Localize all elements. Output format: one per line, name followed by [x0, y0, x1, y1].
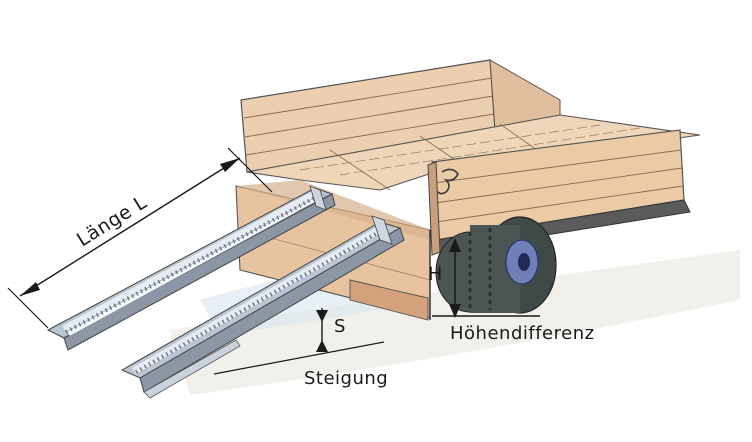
- ramp-right: [120, 215, 405, 399]
- trailer-back-wall: [240, 59, 561, 173]
- length-dimension: [7, 147, 273, 329]
- slope-dimension: [213, 308, 385, 375]
- arrowhead-end: [220, 158, 240, 172]
- height-dimension: [432, 238, 540, 318]
- arrowhead-start: [20, 282, 40, 296]
- height-label: Höhendifferenz: [450, 323, 595, 344]
- ground-shadow: [170, 250, 740, 395]
- height-symbol: H: [428, 263, 443, 285]
- ramp-left: [46, 185, 336, 351]
- slope-label: Steigung: [304, 368, 388, 389]
- slope-symbol: S: [334, 316, 346, 337]
